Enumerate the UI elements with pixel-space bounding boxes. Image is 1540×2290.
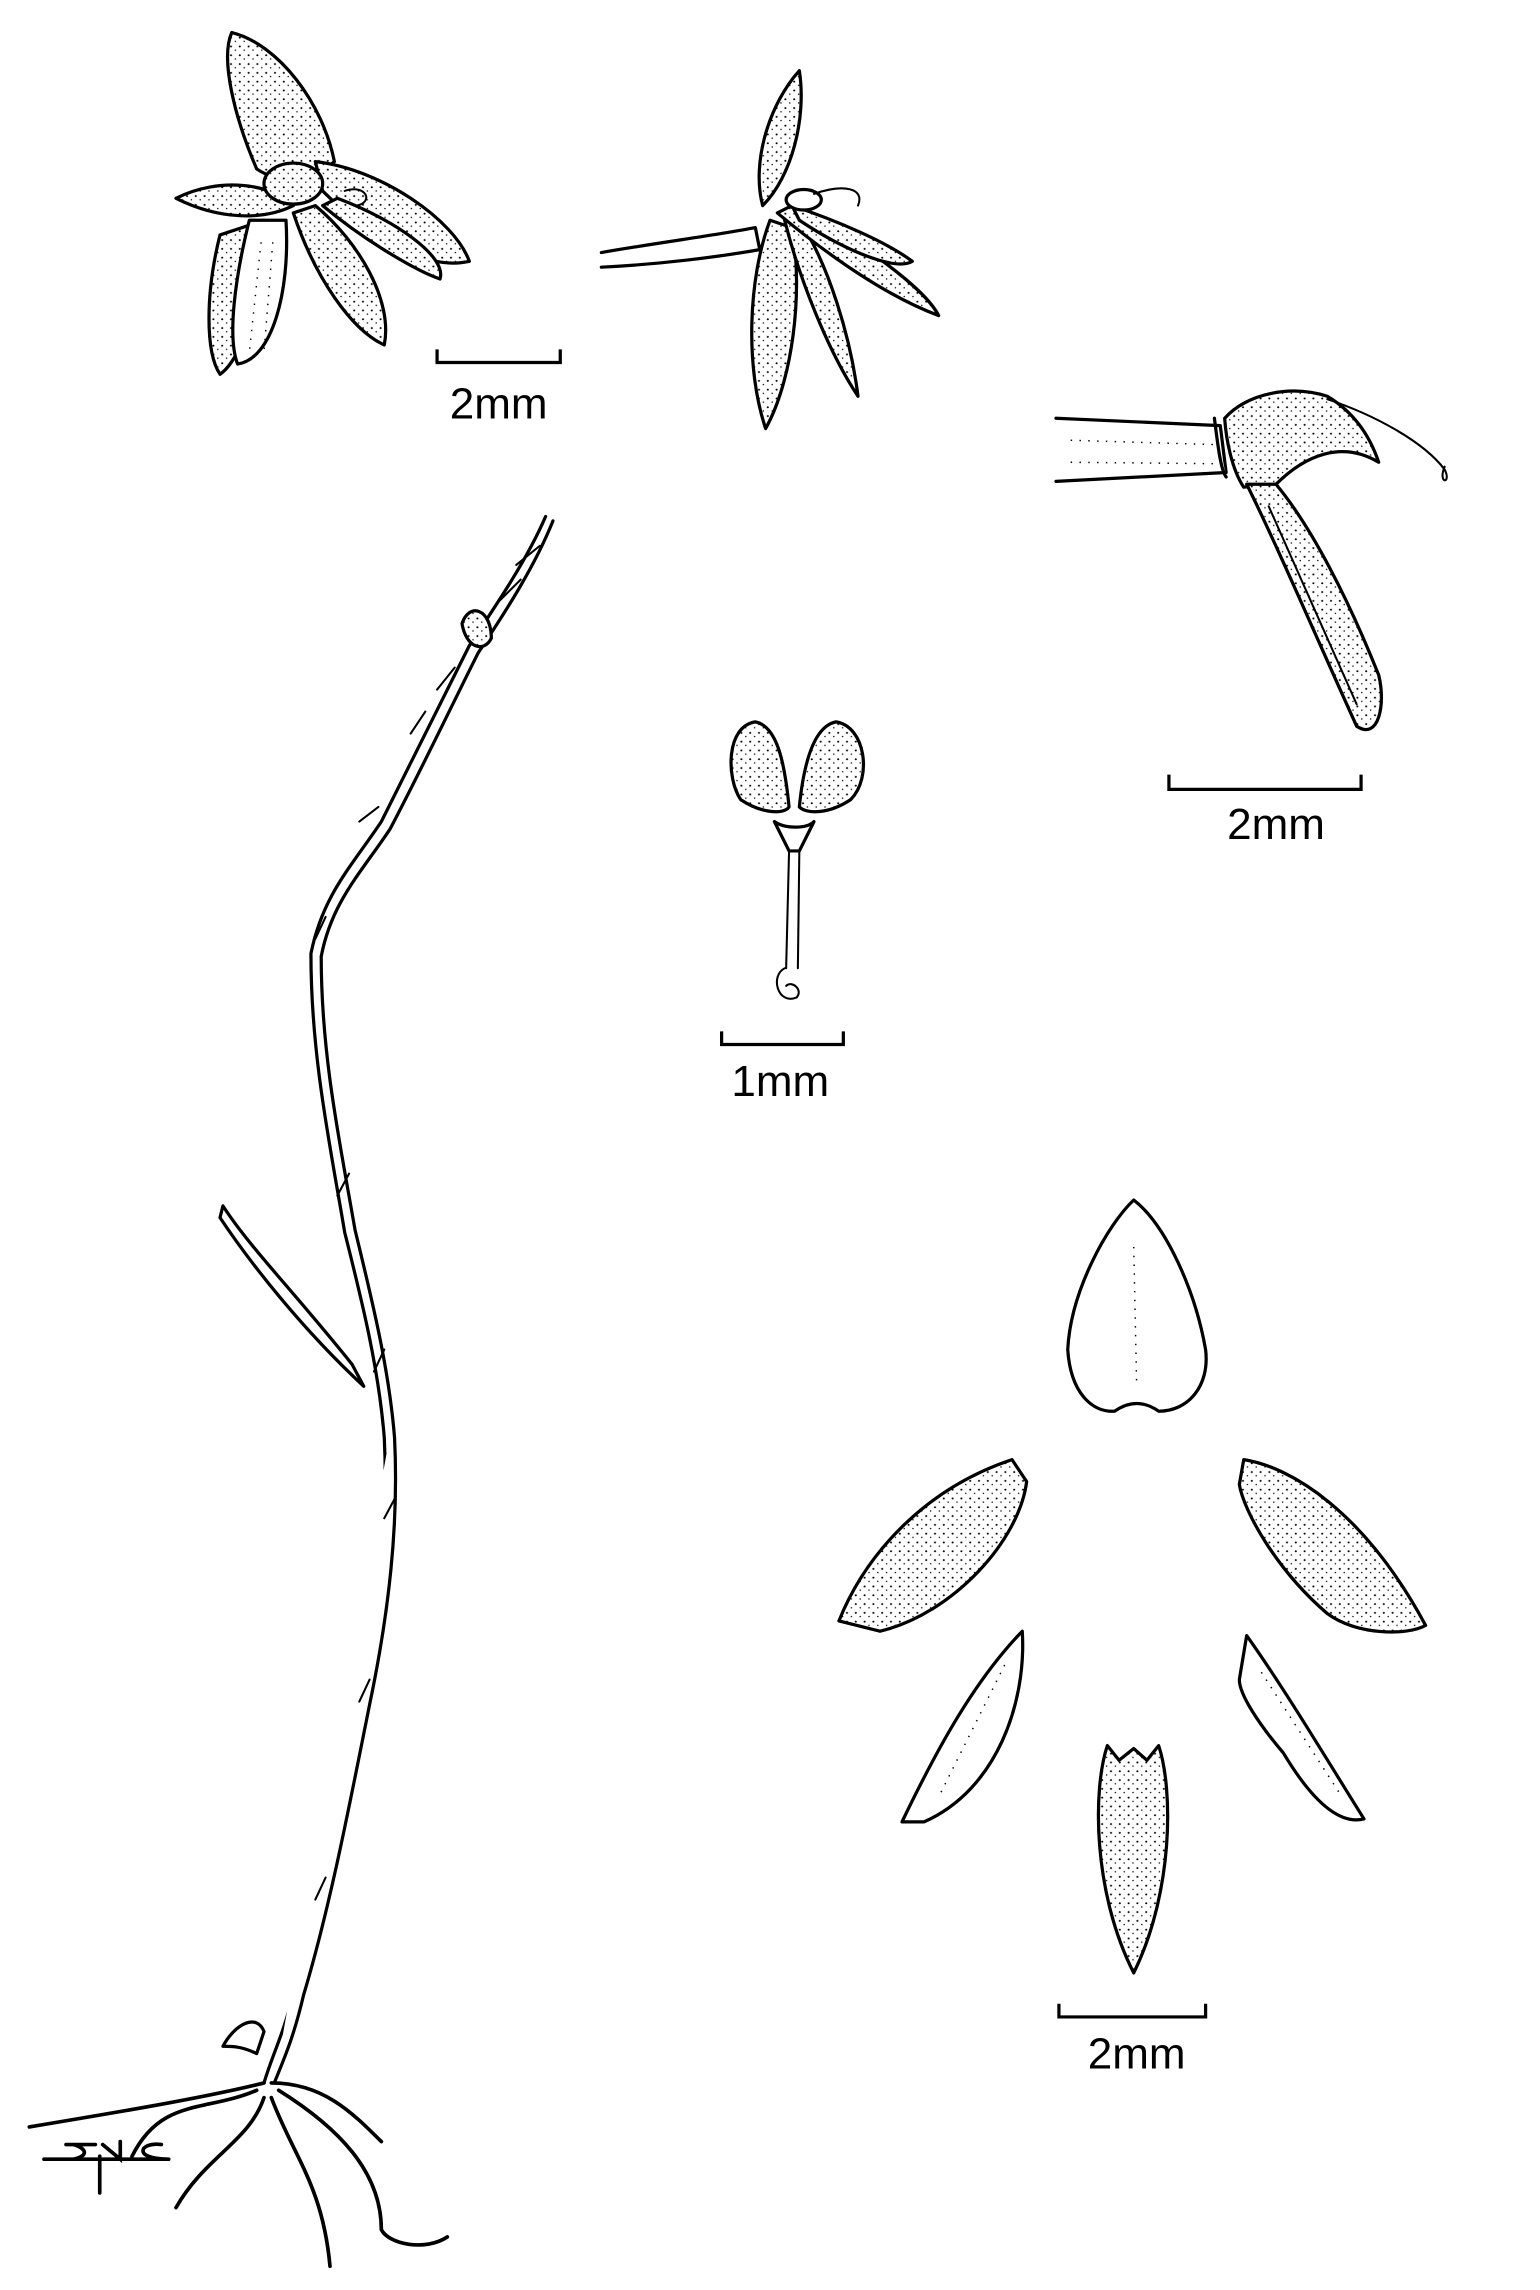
scale-bar-flower-ovary: 2mm — [1167, 774, 1363, 849]
artist-signature — [42, 2139, 171, 2195]
flower-front-view — [174, 30, 471, 376]
scale-label: 1mm — [731, 1057, 829, 1106]
scale-label: 2mm — [1088, 2029, 1186, 2078]
lateral-sepal-left — [900, 1629, 1025, 1824]
scale-bar-flower-front: 2mm — [435, 349, 562, 428]
petal-right — [1237, 1457, 1428, 1634]
dorsal-sepal — [1066, 1198, 1208, 1413]
flower-side-view — [599, 69, 941, 431]
scale-bar-perianth: 2mm — [1057, 2003, 1208, 2078]
lateral-sepal-right — [1237, 1633, 1366, 1822]
flower-with-ovary — [1054, 389, 1448, 731]
petal-left — [837, 1457, 1029, 1633]
column-detail — [729, 720, 865, 1000]
roots — [27, 2081, 450, 2269]
whole-plant — [27, 514, 555, 2269]
perianth-parts — [837, 1198, 1428, 1975]
scale-bar-column: 1mm — [719, 1031, 845, 1106]
scale-label: 2mm — [450, 379, 548, 428]
scale-label: 2mm — [1227, 800, 1325, 849]
lip — [1096, 1743, 1170, 1975]
